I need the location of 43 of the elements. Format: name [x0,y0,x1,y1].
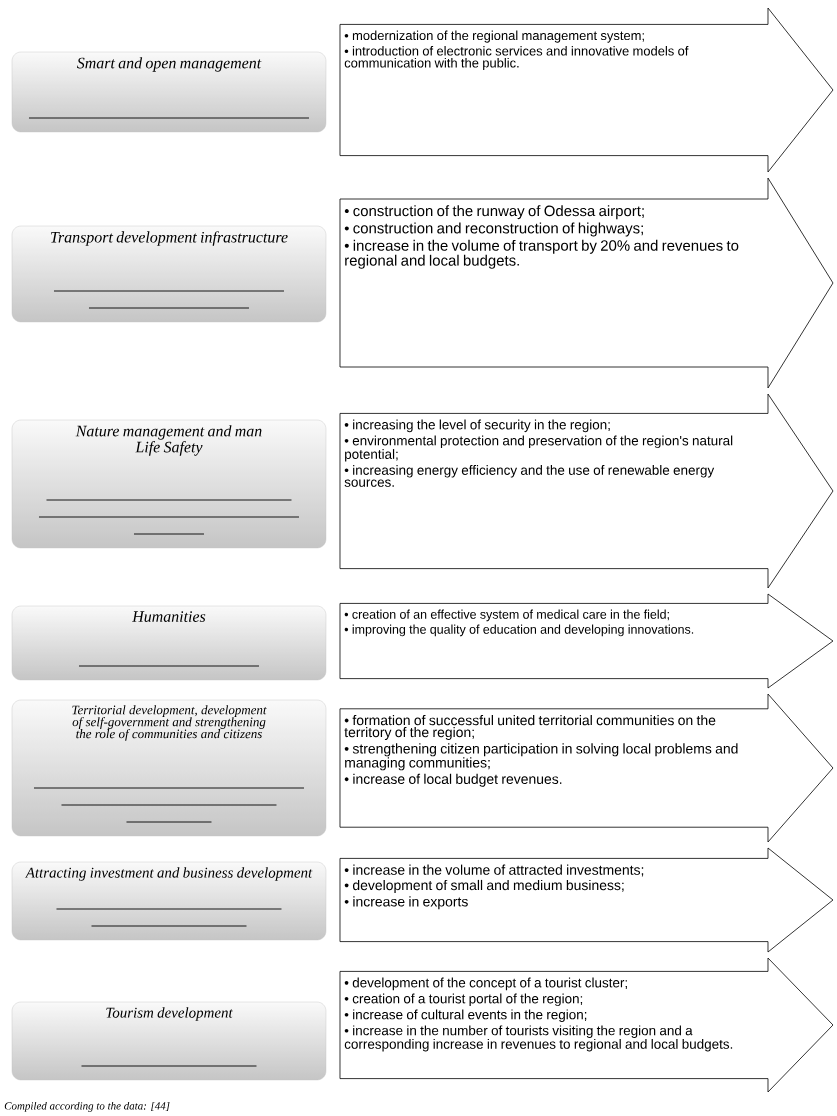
pointed-panel [339,177,834,389]
box-title: Life Safety [135,441,203,456]
rounded-box [11,1001,327,1081]
bullet-item: • improving the quality of education and developing innovations. [344,624,694,637]
bullet-item: • environmental protection and preservation of the region's natural potential; [344,435,733,462]
bullet-item: • creation of an effective system of medical care in the field; [344,609,669,622]
bullet-item: • increasing energy efficiency and the use of renewable energy sources. [344,465,715,487]
pointed-panel [339,393,834,589]
rounded-box [11,699,327,837]
rounded-box [11,225,327,323]
bullet-item: • development of small and medium business; [344,879,624,893]
bullet-item: • modernization of the regional management system; [344,30,644,43]
box-title: Territorial development, development of self-government and strengthening the role of communities and citizens [72,705,267,741]
bullet-item: • formation of successful united territorial communities on the territory of the region; [344,715,716,740]
bullet-item: • construction and reconstruction of highways; [344,222,643,237]
bullet-item: • introduction of electronic services and innovative models of communication with the public. [344,46,689,71]
bullet-item: • strengthening citizen participation in solving local problems and managing communities; [344,743,738,771]
box-title: Humanities [132,611,206,622]
box-title: Attracting investment and business development [25,867,313,881]
pointed-panel [339,693,834,843]
pointed-panel [339,593,834,689]
bullet-item: • increase in the volume of transport by 20% and revenues to regional and local budgets. [344,239,739,269]
pointed-panel [339,7,834,173]
box-title: Nature management and man [75,425,262,440]
bullet-item: • creation of a tourist portal of the region; [344,993,583,1007]
pointed-panel [339,957,834,1093]
rounded-box [11,605,327,681]
rounded-box [11,419,327,549]
box-title: Smart and open management [77,57,262,72]
bullet-item: • increase of cultural events in the region; [344,1009,587,1022]
bullet-item: • development of the concept of a tourist cluster; [344,977,627,991]
box-title: Transport development infrastructure [51,231,288,246]
bullet-item: • increasing the level of security in the region; [344,419,610,433]
rounded-box [11,51,327,133]
bullet-item: • increase in the number of tourists visiting the region and a corresponding increase in revenues to regional and local budgets. [344,1025,733,1052]
bullet-item: • increase of local budget revenues. [344,773,562,787]
bullet-item: • increase in the volume of attracted investments; [344,864,644,877]
bullet-item: • increase in exports [344,896,468,910]
pointed-panel [339,847,834,953]
caption: Compiled according to the data: [44] [4,1101,170,1112]
bullet-item: • construction of the runway of Odessa airport; [344,205,644,220]
rounded-box [11,861,327,941]
box-title: Tourism development [106,1007,233,1021]
